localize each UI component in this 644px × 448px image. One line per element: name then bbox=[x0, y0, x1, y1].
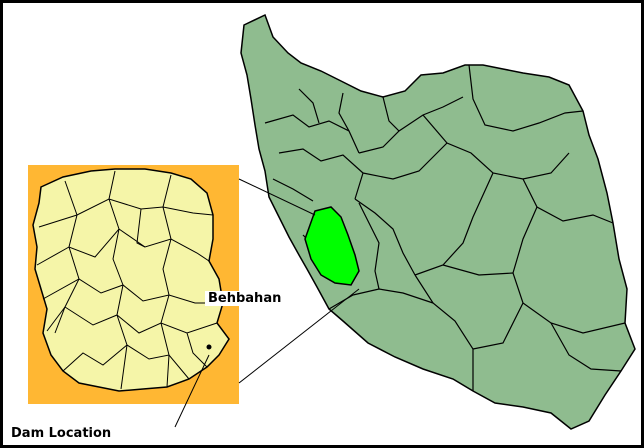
city-label: Behbahan bbox=[205, 291, 285, 306]
country-outline bbox=[240, 13, 636, 430]
inset-borders bbox=[36, 170, 223, 390]
dam-location-marker bbox=[206, 344, 212, 350]
dam-pointer-line bbox=[174, 354, 210, 428]
province-borders bbox=[264, 64, 626, 391]
connector-lines bbox=[238, 178, 360, 384]
highlighted-province bbox=[304, 206, 360, 286]
inset-province-outline bbox=[32, 168, 230, 392]
inset-map bbox=[28, 165, 239, 404]
map-canvas bbox=[28, 13, 636, 430]
dam-location-label: Dam Location bbox=[11, 426, 112, 441]
